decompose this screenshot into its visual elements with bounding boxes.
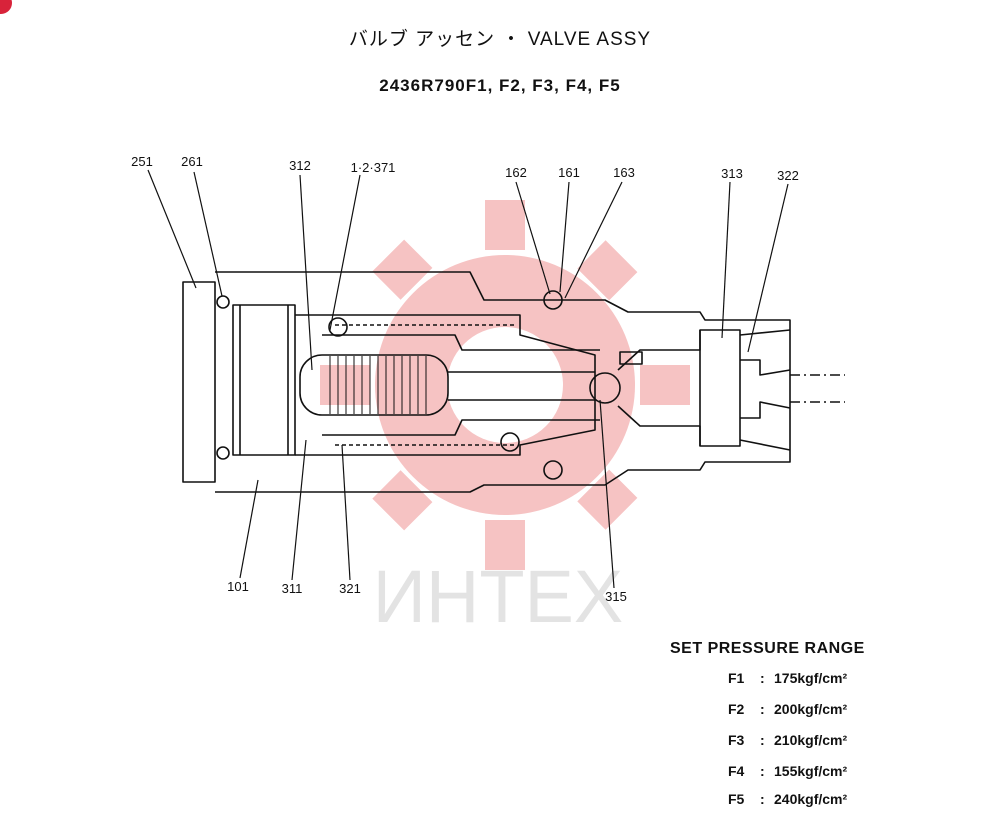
callout-312: 312 bbox=[289, 158, 311, 173]
diagram-title: バルブ アッセン ・ VALVE ASSY bbox=[348, 29, 652, 50]
check-ball bbox=[589, 372, 621, 404]
callout-101: 101 bbox=[227, 579, 249, 594]
pressure-sep: : bbox=[760, 670, 765, 686]
pressure-row: F4:155kgf/cm² bbox=[728, 763, 847, 779]
adjust-screw bbox=[699, 329, 741, 447]
pressure-row: F2:200kgf/cm² bbox=[728, 701, 847, 717]
pressure-sep: : bbox=[760, 791, 765, 807]
pressure-value: 175kgf/cm² bbox=[774, 670, 848, 686]
pressure-value: 155kgf/cm² bbox=[774, 763, 848, 779]
callout-313: 313 bbox=[721, 166, 743, 181]
pressure-code: F3 bbox=[728, 732, 745, 748]
part-number-list: 2436R790F1, F2, F3, F4, F5 bbox=[379, 76, 621, 95]
pressure-code: F1 bbox=[728, 670, 745, 686]
poppet-spring bbox=[299, 354, 449, 416]
callout-162: 162 bbox=[505, 165, 527, 180]
callout-251: 251 bbox=[131, 154, 153, 169]
pressure-row: F3:210kgf/cm² bbox=[728, 732, 847, 748]
callout-261: 261 bbox=[181, 154, 203, 169]
callout-321: 321 bbox=[339, 581, 361, 596]
pressure-range-title: SET PRESSURE RANGE bbox=[670, 640, 865, 657]
pressure-sep: : bbox=[760, 732, 765, 748]
pressure-sep: : bbox=[760, 701, 765, 717]
pressure-value: 200kgf/cm² bbox=[774, 701, 848, 717]
pressure-row: F5:240kgf/cm² bbox=[728, 791, 847, 807]
end-cap bbox=[182, 281, 216, 483]
callout-161: 161 bbox=[558, 165, 580, 180]
callout-322: 322 bbox=[777, 168, 799, 183]
pressure-value: 210kgf/cm² bbox=[774, 732, 848, 748]
callout-371: 1·2·371 bbox=[351, 160, 396, 175]
pressure-sep: : bbox=[760, 763, 765, 779]
watermark-gear-icon bbox=[320, 200, 690, 570]
o-ring bbox=[216, 295, 230, 309]
callout-315: 315 bbox=[605, 589, 627, 604]
watermark-text: ИНТЕХ bbox=[373, 555, 624, 638]
pressure-code: F5 bbox=[728, 791, 745, 807]
piston bbox=[232, 304, 296, 456]
callout-163: 163 bbox=[613, 165, 635, 180]
pressure-code: F2 bbox=[728, 701, 745, 717]
pressure-value: 240kgf/cm² bbox=[774, 791, 848, 807]
pressure-code: F4 bbox=[728, 763, 745, 779]
pressure-row: F1:175kgf/cm² bbox=[728, 670, 847, 686]
corner-mark-icon bbox=[0, 0, 12, 14]
callout-311: 311 bbox=[282, 581, 303, 596]
